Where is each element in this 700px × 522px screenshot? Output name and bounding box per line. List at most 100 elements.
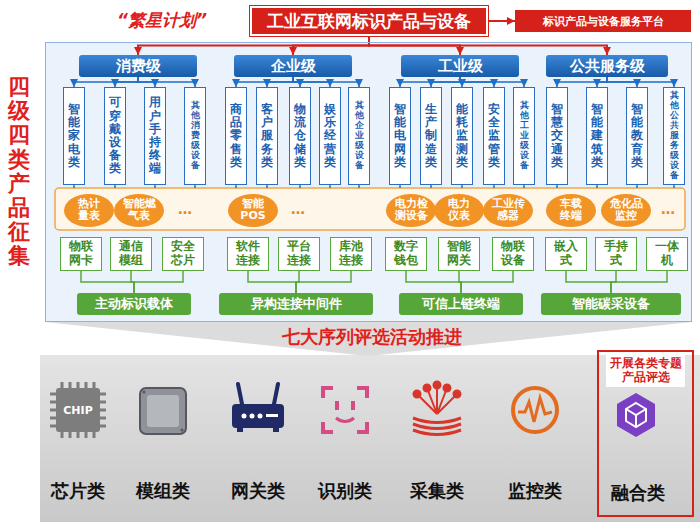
node-text: 物联网卡	[69, 240, 94, 268]
oval-box: 热计量表	[64, 194, 114, 227]
node-text: 监控类	[508, 479, 562, 503]
node-text: 能耗监测类	[456, 103, 468, 169]
tile-box: 网关类	[222, 476, 294, 506]
feed-line	[358, 185, 360, 188]
acquisition-node	[414, 391, 420, 397]
tile-box: 监控类	[499, 476, 571, 506]
fusion-cube	[626, 403, 646, 427]
gitem-box: 库池连接	[330, 237, 372, 271]
connector	[138, 36, 369, 55]
dots-label: …	[178, 201, 192, 217]
gateway-led	[258, 414, 263, 419]
feed-line	[114, 185, 116, 188]
level-box: 消费级	[79, 55, 197, 77]
connector	[369, 36, 607, 55]
node-text: 危化品监控	[610, 198, 643, 222]
gbar-box: 异构连接中间件	[219, 293, 373, 315]
node-text: 智能碳采设备	[572, 295, 650, 313]
node-text: 用户手持终端	[149, 96, 161, 175]
gitem-box: 安全芯片	[162, 237, 204, 271]
cat-box: 智能建筑类	[586, 87, 608, 185]
fusion-hexagon	[617, 393, 655, 437]
node-text: 其他企业级设备	[355, 101, 364, 170]
cat-box: 智慧交通类	[546, 87, 568, 185]
level-box: 工业级	[401, 55, 519, 77]
connector	[461, 271, 513, 293]
connector	[248, 271, 296, 293]
connector	[115, 77, 138, 87]
level-box: 公共服务级	[546, 55, 668, 77]
seven-label: 七大序列评选活动推进	[282, 325, 462, 349]
tile-box: 采集类	[401, 476, 473, 506]
node-text: 四级四类产品征集	[8, 75, 30, 269]
connector	[400, 77, 460, 87]
gitem-box: 通信模组	[110, 237, 152, 271]
node-text: 异构连接中间件	[251, 295, 342, 313]
module-dot	[181, 429, 184, 432]
gateway-body	[232, 404, 284, 428]
node-text: 手持式	[604, 240, 629, 268]
node-text: 主动标识载体	[95, 295, 173, 313]
star-label: “繁星计划”	[117, 9, 207, 32]
node-text: 工业互联网标识产品与设备	[267, 10, 471, 33]
feed-line	[556, 185, 558, 188]
module-icon	[140, 388, 186, 434]
feed-line	[154, 185, 156, 188]
cat-box: 智能家电类	[63, 87, 85, 185]
node-text: 其他公共服务级设备	[670, 91, 679, 180]
cat-box: 可穿戴设备类	[104, 87, 126, 185]
feed-line	[194, 185, 196, 188]
node-text: 智能教育类	[631, 103, 643, 169]
node-text: 通信模组	[119, 240, 144, 268]
node-text: 物联设备	[501, 240, 526, 268]
cat-box: 其他消费级设备	[184, 87, 206, 185]
node-text: 网关类	[231, 479, 285, 503]
feed-line	[399, 185, 401, 188]
node-text: 库池连接	[339, 240, 364, 268]
connector	[293, 77, 359, 87]
tile-box: 识别类	[309, 476, 381, 506]
connector	[488, 20, 515, 22]
module-body	[140, 388, 186, 434]
panel-ground	[45, 42, 692, 322]
node-text: 智能POS	[237, 198, 270, 222]
chip-label: CHIP	[63, 404, 92, 417]
funnel-shape	[45, 322, 692, 356]
node-text: 平台连接	[287, 240, 312, 268]
node-text: 可信上链终端	[422, 295, 500, 313]
redbox-box: 开展各类专题产品评选融合类	[597, 350, 694, 517]
feed-line	[673, 185, 675, 188]
node-text: 客户服务类	[261, 103, 273, 169]
gitem-box: 物联网卡	[60, 237, 102, 271]
tile-box: 融合类	[602, 478, 674, 508]
node-text: 智能电网类	[394, 103, 406, 169]
oval-box: 工业传感器	[483, 194, 533, 227]
node-text: 工业级	[438, 57, 483, 76]
cat-box: 其他工业级设备	[513, 87, 535, 185]
cat-box: 客户服务类	[256, 87, 278, 185]
node-text: 一体机	[655, 240, 680, 268]
node-text: 车载终端	[560, 198, 582, 222]
connector	[611, 271, 667, 293]
node-text: 采集类	[410, 479, 464, 503]
module-core	[147, 395, 179, 427]
node-text: 电力检测设备	[395, 198, 428, 222]
feed-line	[461, 185, 463, 188]
acquisition-node	[444, 385, 450, 391]
oval-box: 电力仪表	[434, 194, 484, 227]
node-text: 数字钱包	[394, 240, 419, 268]
panel-box: 四级四类产品征集消费级企业级工业级公共服务级智能家电类可穿戴设备类用户手持终端其…	[45, 42, 692, 322]
node-text: 其他消费级设备	[191, 101, 200, 170]
cat-box: 商品零售类	[225, 87, 247, 185]
connector	[267, 77, 293, 87]
chip-pins	[50, 382, 106, 438]
feed-line	[299, 185, 301, 188]
monitor-ring	[513, 388, 557, 432]
node-text: 企业级	[271, 57, 316, 76]
connector	[296, 271, 351, 293]
gateway-foot	[273, 428, 279, 432]
node-text: 标识产品与设备服务平台	[543, 14, 664, 29]
feed-line	[235, 185, 237, 188]
gbar-box: 可信上链终端	[399, 293, 523, 315]
connector	[460, 77, 524, 87]
